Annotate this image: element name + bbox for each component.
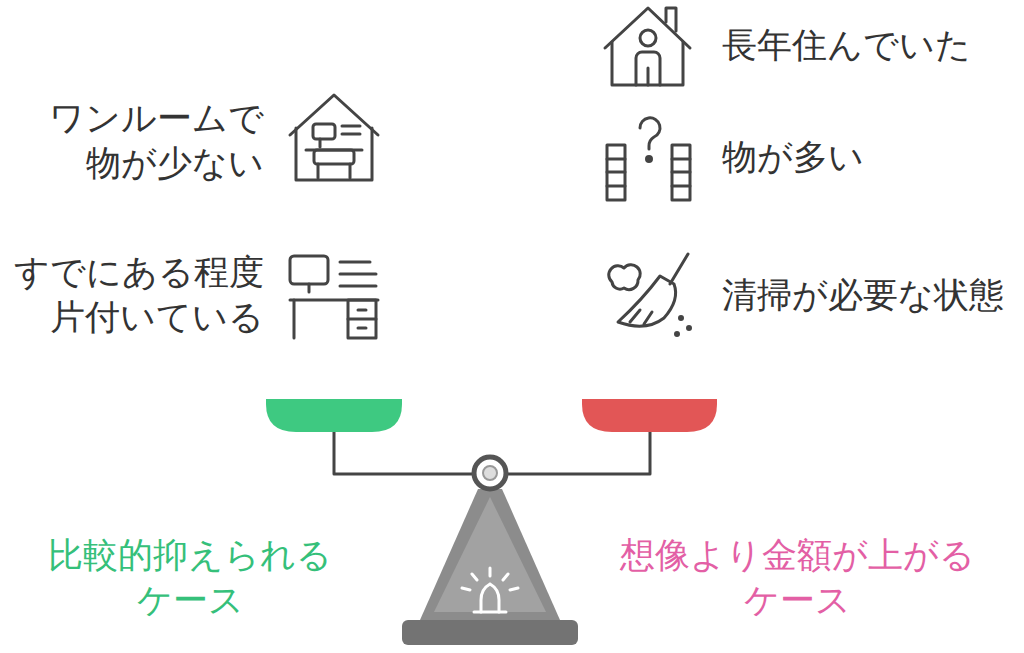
shelves-icon: [607, 118, 690, 200]
label-text: 清掃が必要な状態: [722, 273, 1018, 318]
light-icon: [462, 568, 518, 612]
label-text: 長年住んでいた: [722, 23, 1018, 68]
label-text: 物が多い: [722, 135, 1018, 180]
green-pan: [266, 399, 402, 432]
label-text: ワンルームで 物が少ない: [2, 96, 264, 186]
scale-base: [402, 620, 578, 645]
scale-stand: [420, 489, 560, 620]
scale-stand: [434, 497, 546, 612]
broom-icon: [609, 254, 691, 336]
desk-icon: [290, 256, 378, 338]
red-pan: [582, 399, 717, 432]
scale-pivot: [483, 466, 497, 480]
house-icon: [605, 8, 690, 85]
room-icon: [290, 95, 378, 180]
scale-beam: [334, 432, 472, 474]
scale-pivot: [474, 457, 506, 489]
scale-beam: [508, 432, 650, 474]
label-text: すでにある程度 片付いている: [2, 250, 264, 340]
label-text: 比較的抑えられる ケース: [20, 533, 360, 623]
label-text: 想像より金額が上がる ケース: [607, 533, 987, 623]
